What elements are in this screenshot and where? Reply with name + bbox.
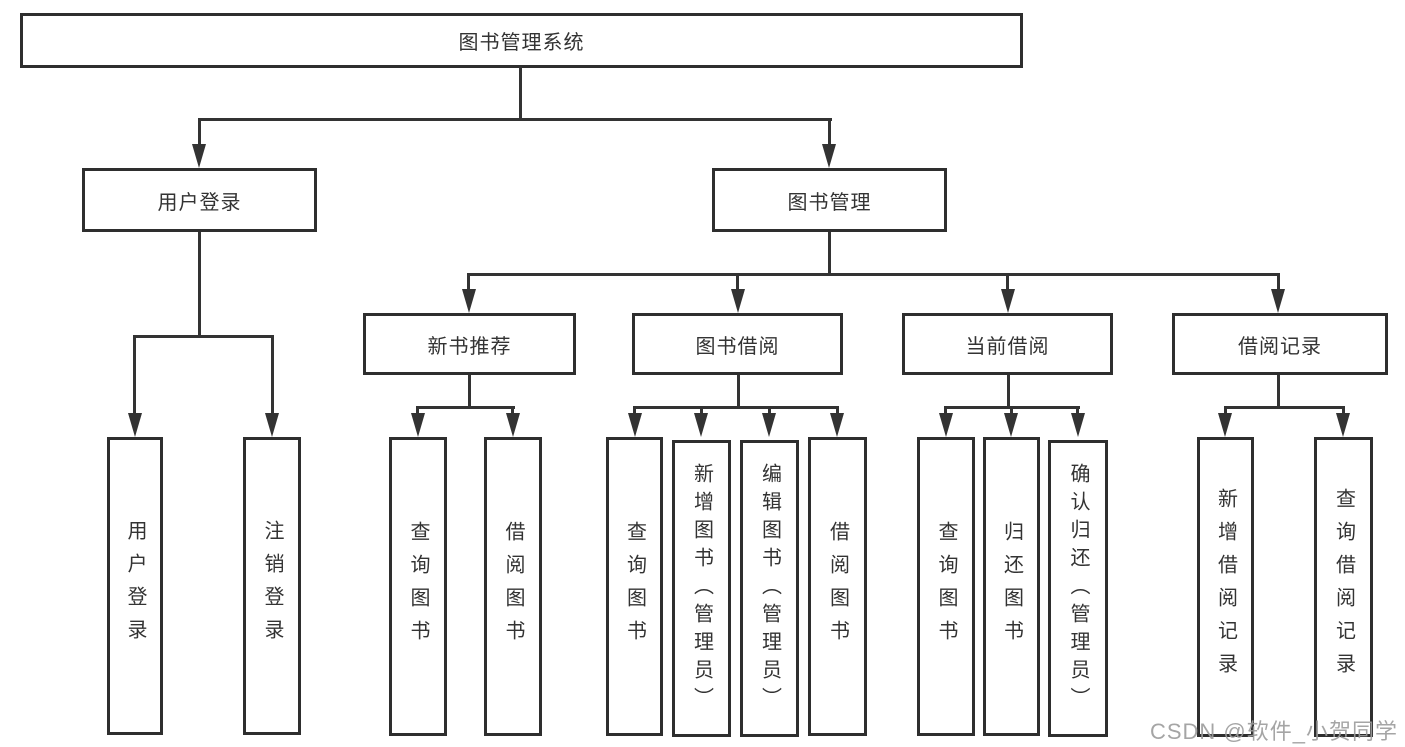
leaf-return-book: 归还图书 [983,437,1040,736]
leaf-user-login: 用户登录 [107,437,163,735]
leaf-confirm-return-admin: 确认归还（管理员） [1048,440,1108,737]
connector-line [133,335,274,338]
connector-arrowhead [1071,413,1085,437]
node-book-borrow: 图书借阅 [632,313,843,375]
connector-line [1342,406,1345,415]
connector-line [198,118,201,146]
leaf-query-book-current: 查询图书 [917,437,975,736]
connector-line [468,375,471,409]
connector-line [633,406,839,409]
connector-line [271,335,274,415]
connector-arrowhead [939,413,953,437]
connector-arrowhead [506,413,520,437]
connector-line [828,232,831,275]
connector-line [511,406,514,415]
node-book-management: 图书管理 [712,168,947,232]
connector-line [1277,273,1280,291]
leaf-borrow-book-newrec: 借阅图书 [484,437,542,736]
node-library-system: 图书管理系统 [20,13,1023,68]
connector-line [700,406,703,415]
connector-arrowhead [265,413,279,437]
connector-line [768,406,771,415]
connector-arrowhead [1004,413,1018,437]
node-new-book-recommend: 新书推荐 [363,313,576,375]
connector-arrowhead [1336,413,1350,437]
leaf-add-book-admin: 新增图书（管理员） [672,440,731,737]
connector-arrowhead [1001,289,1015,313]
connector-line [737,375,740,409]
node-current-borrow: 当前借阅 [902,313,1113,375]
connector-line [633,406,636,415]
leaf-query-book-borrow: 查询图书 [606,437,663,736]
connector-line [198,118,832,121]
connector-arrowhead [128,413,142,437]
connector-line [1224,406,1345,409]
connector-arrowhead [731,289,745,313]
leaf-borrow-book-borrow: 借阅图书 [808,437,867,736]
connector-arrowhead [411,413,425,437]
connector-arrowhead [1218,413,1232,437]
connector-line [944,406,947,415]
connector-arrowhead [830,413,844,437]
connector-arrowhead [694,413,708,437]
connector-arrowhead [762,413,776,437]
connector-arrowhead [628,413,642,437]
connector-arrowhead [192,144,206,168]
node-user-login: 用户登录 [82,168,317,232]
csdn-watermark: CSDN @软件_小贺同学 [1149,719,1398,744]
connector-line [416,406,515,409]
connector-line [416,406,419,415]
connector-line [133,335,136,415]
connector-line [1010,406,1013,415]
connector-line [1224,406,1227,415]
connector-line [467,273,1280,276]
leaf-query-book-newrec: 查询图书 [389,437,447,736]
node-borrow-records: 借阅记录 [1172,313,1388,375]
connector-line [198,232,201,338]
connector-arrowhead [1271,289,1285,313]
leaf-logout: 注销登录 [243,437,301,735]
leaf-add-borrow-record: 新增借阅记录 [1197,437,1254,737]
connector-line [736,273,739,291]
connector-arrowhead [462,289,476,313]
connector-line [467,273,470,291]
connector-arrowhead [822,144,836,168]
connector-line [1277,375,1280,409]
leaf-query-borrow-record: 查询借阅记录 [1314,437,1373,737]
connector-line [1006,273,1009,291]
connector-line [1007,375,1010,409]
leaf-edit-book-admin: 编辑图书（管理员） [740,440,799,737]
connector-line [828,118,831,146]
connector-line [519,67,522,118]
connector-line [1076,406,1079,415]
connector-line [836,406,839,415]
